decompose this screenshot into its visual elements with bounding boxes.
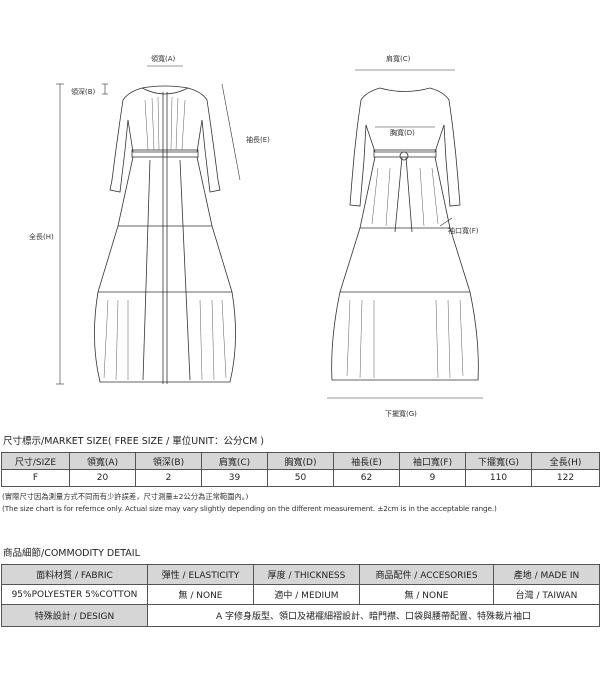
size-header: 全長(H) [531, 452, 600, 470]
size-cell: 62 [333, 469, 400, 487]
label-hem-width: 下擺寬(G) [385, 410, 417, 418]
detail-header: 產地 / MADE IN [493, 564, 600, 585]
size-header: 下擺寬(G) [465, 452, 532, 470]
size-header: 領寬(A) [69, 452, 136, 470]
size-table-row: F 20 2 39 50 62 9 110 122 [1, 469, 600, 487]
size-cell: 2 [135, 469, 202, 487]
size-note-english: (The size chart is for refernce only. Ac… [2, 504, 497, 513]
size-cell: 50 [267, 469, 334, 487]
detail-cell: 台灣 / TAIWAN [493, 584, 600, 605]
label-sleeve-length: 袖長(E) [246, 136, 270, 144]
size-header: 袖長(E) [333, 452, 400, 470]
back-view [327, 69, 483, 399]
detail-table: 面料材質 / FABRIC 彈性 / ELASTICITY 厚度 / THICK… [1, 564, 600, 627]
size-header: 尺寸/SIZE [1, 452, 70, 470]
label-shoulder-width: 肩寬(C) [386, 55, 411, 63]
detail-header: 彈性 / ELASTICITY [147, 564, 254, 585]
size-header: 肩寬(C) [201, 452, 268, 470]
size-cell: 39 [201, 469, 268, 487]
garment-sketch [56, 65, 483, 399]
detail-cell: 無 / NONE [147, 584, 254, 605]
detail-cell: 95%POLYESTER 5%COTTON [1, 584, 148, 605]
size-section-title: 尺寸標示/MARKET SIZE( FREE SIZE / 單位UNIT：公分C… [3, 436, 265, 447]
size-header: 胸寬(D) [267, 452, 334, 470]
design-label: 特殊設計 / DESIGN [1, 604, 148, 627]
detail-design-row: 特殊設計 / DESIGN A 字修身版型、領口及裙襬細褶設計、暗門襟、口袋與腰… [1, 604, 600, 627]
detail-cell: 無 / NONE [359, 584, 494, 605]
detail-header-row: 面料材質 / FABRIC 彈性 / ELASTICITY 厚度 / THICK… [1, 564, 600, 585]
size-table-header-row: 尺寸/SIZE 領寬(A) 領深(B) 肩寬(C) 胸寬(D) 袖長(E) 袖口… [1, 452, 600, 470]
label-collar-depth: 領深(B) [71, 88, 96, 96]
label-chest-width: 胸寬(D) [390, 129, 415, 137]
detail-header: 面料材質 / FABRIC [1, 564, 148, 585]
detail-header: 商品配件 / ACCESORIES [359, 564, 494, 585]
label-total-length: 全長(H) [29, 233, 54, 241]
size-note-chinese: (實際尺寸因為測量方式不同而有少許誤差，尺寸測量±2公分為正常範圍內。) [2, 492, 249, 501]
detail-header: 厚度 / THICKNESS [253, 564, 360, 585]
label-collar-width: 領寬(A) [151, 55, 176, 63]
size-cell: F [1, 469, 70, 487]
size-header: 袖口寬(F) [399, 452, 466, 470]
label-cuff-width: 袖口寬(F) [448, 227, 479, 235]
size-header: 領深(B) [135, 452, 202, 470]
detail-cell: 適中 / MEDIUM [253, 584, 360, 605]
design-value: A 字修身版型、領口及裙襬細褶設計、暗門襟、口袋與腰帶配置、特殊裁片袖口 [147, 604, 600, 627]
size-cell: 122 [531, 469, 600, 487]
size-cell: 9 [399, 469, 466, 487]
size-cell: 20 [69, 469, 136, 487]
front-view [56, 65, 241, 385]
detail-value-row: 95%POLYESTER 5%COTTON 無 / NONE 適中 / MEDI… [1, 584, 600, 605]
detail-section-title: 商品細節/COMMODITY DETAIL [3, 548, 140, 559]
size-table: 尺寸/SIZE 領寬(A) 領深(B) 肩寬(C) 胸寬(D) 袖長(E) 袖口… [1, 452, 600, 487]
size-cell: 110 [465, 469, 532, 487]
